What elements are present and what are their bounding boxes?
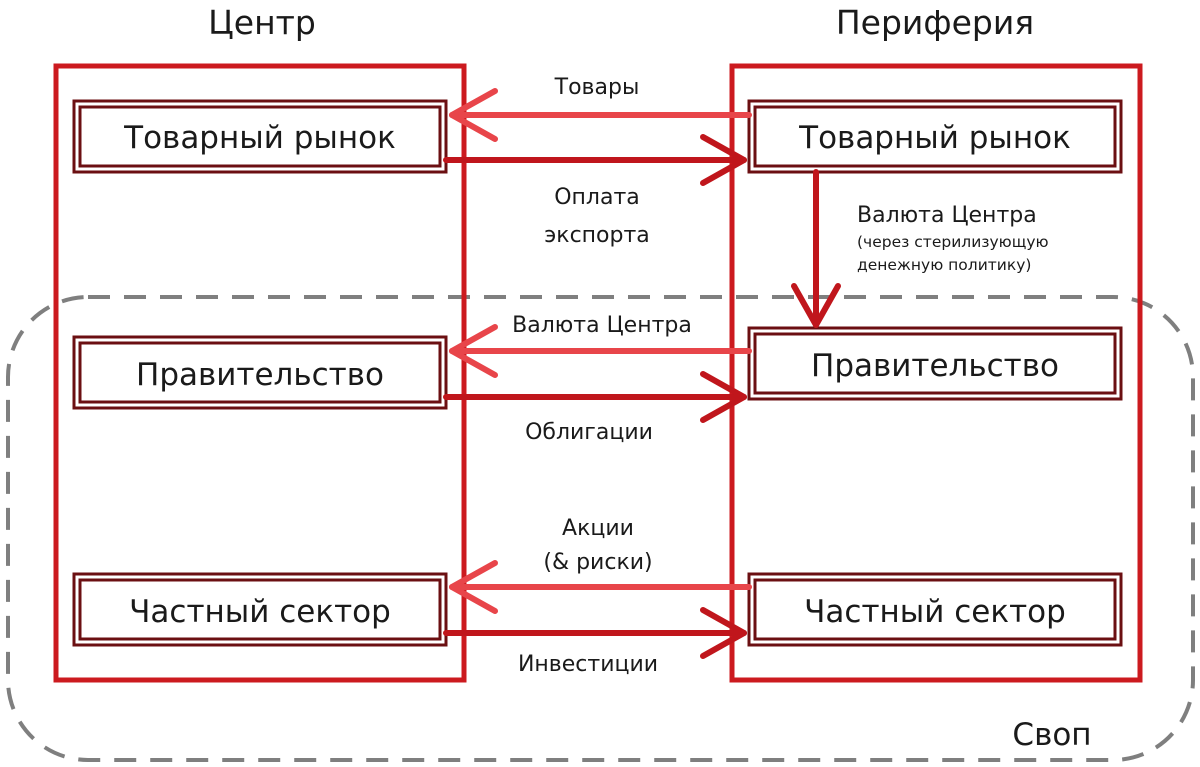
swap-label: Своп xyxy=(1012,717,1091,753)
center-government-label: Правительство xyxy=(136,357,384,393)
label-bonds: Облигации xyxy=(525,420,653,445)
center-title: Центр xyxy=(208,3,316,42)
arrow-center-currency-down xyxy=(791,169,841,328)
center-private-box: Частный сектор xyxy=(72,572,448,647)
periphery-private-box: Частный сектор xyxy=(747,572,1123,647)
label-center-currency-down: Валюта Центра xyxy=(857,203,1037,228)
label-shares-2: (& риски) xyxy=(543,550,652,575)
periphery-goods-market-label: Товарный рынок xyxy=(798,120,1071,156)
label-center-currency-note-2: денежную политику) xyxy=(857,256,1031,274)
arrow-center-currency xyxy=(449,324,752,378)
periphery-frame xyxy=(729,63,1143,683)
label-export-payment-1: Оплата xyxy=(554,185,640,210)
periphery-private-label: Частный сектор xyxy=(804,594,1066,630)
arrow-export-payment xyxy=(443,134,747,186)
periphery-goods-market-box: Товарный рынок xyxy=(747,99,1123,174)
arrow-goods xyxy=(449,88,752,142)
center-private-label: Частный сектор xyxy=(129,594,391,630)
label-center-currency-note-1: (через стерилизующую xyxy=(857,233,1049,251)
arrow-investments xyxy=(443,607,747,659)
swap-region xyxy=(6,295,1195,762)
periphery-government-box: Правительство xyxy=(747,326,1123,401)
periphery-title: Периферия xyxy=(836,3,1034,42)
center-government-box: Правительство xyxy=(72,335,448,410)
label-goods: Товары xyxy=(554,75,640,100)
arrow-shares xyxy=(449,560,752,614)
label-center-currency: Валюта Центра xyxy=(512,313,692,338)
label-investments: Инвестиции xyxy=(518,652,658,677)
periphery-government-label: Правительство xyxy=(811,348,1059,384)
arrow-bonds xyxy=(443,371,747,423)
label-export-payment-2: экспорта xyxy=(544,223,650,248)
center-frame xyxy=(53,63,467,683)
label-shares-1: Акции xyxy=(562,516,634,541)
center-goods-market-box: Товарный рынок xyxy=(72,99,448,174)
center-goods-market-label: Товарный рынок xyxy=(123,120,396,156)
